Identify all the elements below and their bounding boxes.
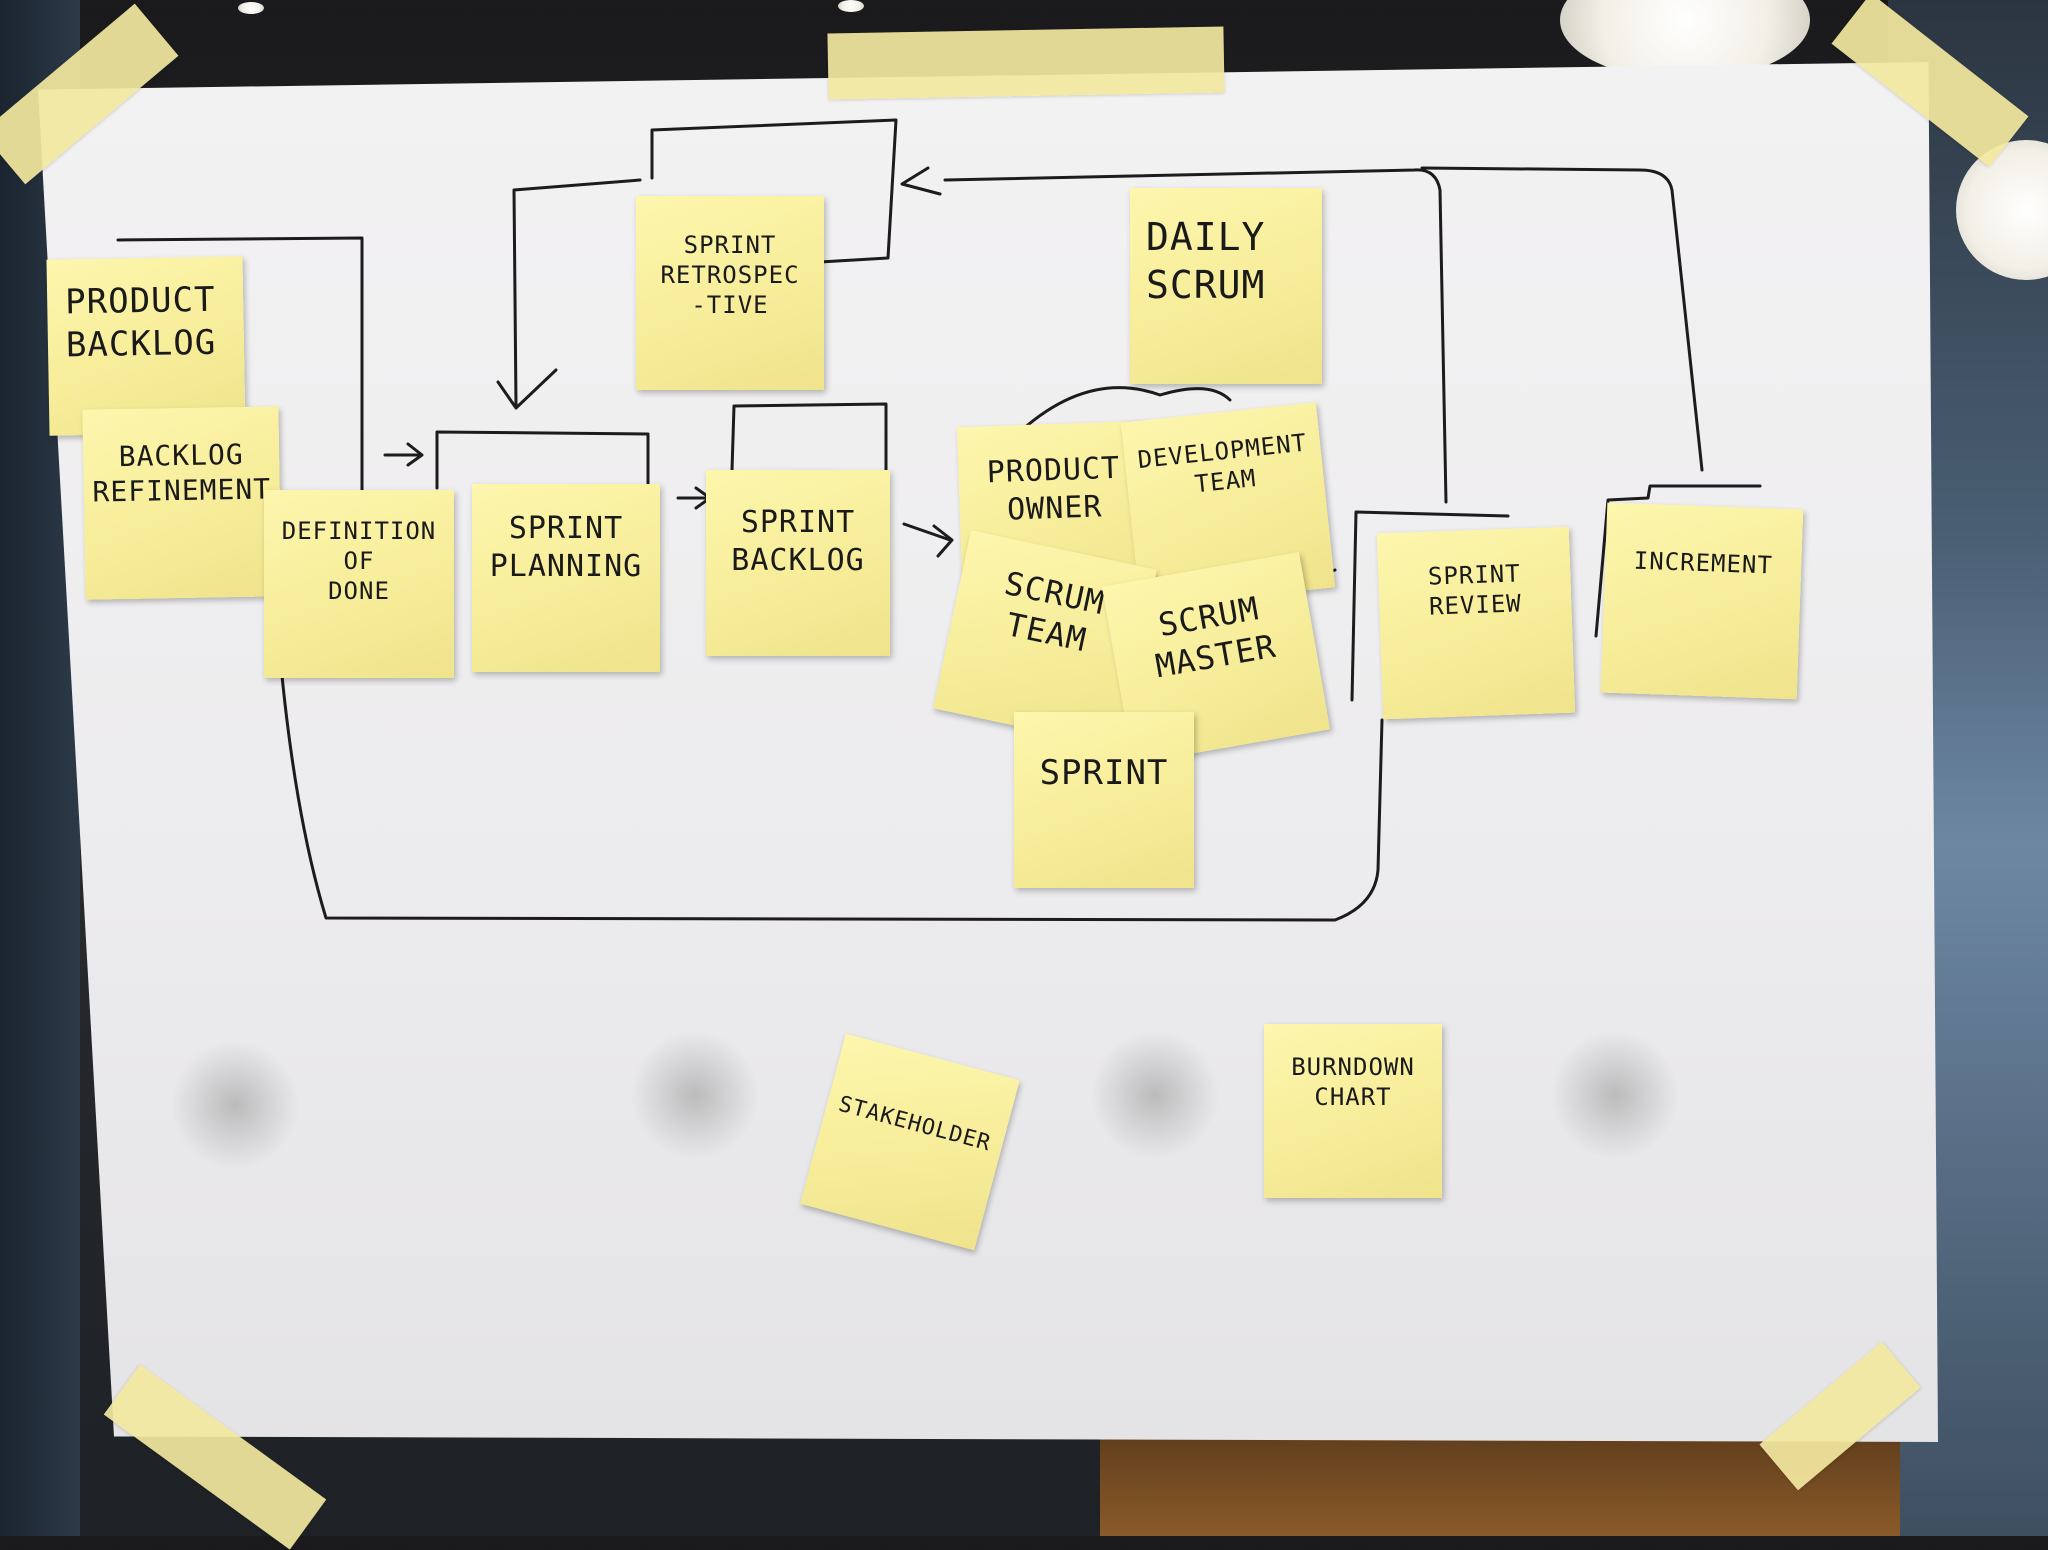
note-label: DAILY SCRUM — [1146, 215, 1266, 307]
retrospective-arrow-line — [512, 178, 642, 407]
light-reflection — [630, 1030, 760, 1160]
ceiling-spot-mid — [838, 0, 864, 12]
note-label: SPRINT BACKLOG — [731, 505, 865, 578]
note-definition-of-done[interactable]: DEFINITION OF DONE — [264, 490, 454, 678]
retrospective-arrowhead — [496, 368, 558, 410]
ceiling-spot-left — [238, 2, 264, 14]
review-return-line — [943, 168, 1448, 504]
light-reflection — [1550, 1030, 1680, 1160]
note-daily-scrum[interactable]: DAILY SCRUM — [1130, 188, 1322, 384]
note-sprint-retrospective[interactable]: SPRINT RETROSPEC -TIVE — [636, 196, 824, 390]
note-label: SPRINT RETROSPEC -TIVE — [660, 231, 800, 319]
note-sprint-planning[interactable]: SPRINT PLANNING — [472, 484, 660, 672]
sprint-backlog-box — [730, 402, 888, 472]
increment-return-line — [1420, 166, 1704, 472]
note-burndown-chart[interactable]: BURNDOWN CHART — [1264, 1024, 1442, 1198]
note-label: INCREMENT — [1633, 546, 1774, 580]
note-label: DEVELOPMENT TEAM — [1136, 428, 1309, 499]
note-label: SPRINT — [1039, 753, 1169, 793]
light-reflection — [1090, 1030, 1220, 1160]
note-label: BURNDOWN CHART — [1291, 1053, 1415, 1111]
daily-scrum-arc — [1020, 386, 1232, 432]
note-label: PRODUCT BACKLOG — [64, 279, 217, 365]
note-label: SPRINT PLANNING — [489, 511, 643, 584]
increment-box — [1594, 484, 1762, 638]
note-label: BACKLOG REFINEMENT — [92, 437, 272, 509]
note-label: DEFINITION OF DONE — [281, 517, 437, 605]
note-label: SCRUM TEAM — [1001, 563, 1109, 660]
light-reflection — [170, 1040, 300, 1170]
note-label: PRODUCT OWNER — [986, 450, 1121, 528]
arrow-to-planning — [383, 442, 424, 467]
note-sprint-review[interactable]: SPRINT REVIEW — [1376, 526, 1576, 720]
sprint-review-box — [1350, 510, 1510, 702]
note-sprint-backlog[interactable]: SPRINT BACKLOG — [706, 470, 890, 656]
retrospective-box — [650, 118, 898, 264]
note-increment[interactable]: INCREMENT — [1600, 502, 1804, 700]
note-sprint[interactable]: SPRINT — [1014, 712, 1194, 888]
product-backlog-bracket — [116, 236, 364, 502]
flipchart-paper — [38, 62, 1938, 1442]
note-label: STAKEHOLDER — [835, 1091, 994, 1157]
return-arrowhead — [900, 166, 942, 196]
arrow-to-team — [902, 522, 954, 558]
note-label: SCRUM MASTER — [1152, 589, 1279, 686]
masking-tape-top-center — [827, 26, 1225, 100]
note-label: SPRINT REVIEW — [1427, 559, 1523, 621]
note-backlog-refinement[interactable]: BACKLOG REFINEMENT — [82, 406, 282, 600]
